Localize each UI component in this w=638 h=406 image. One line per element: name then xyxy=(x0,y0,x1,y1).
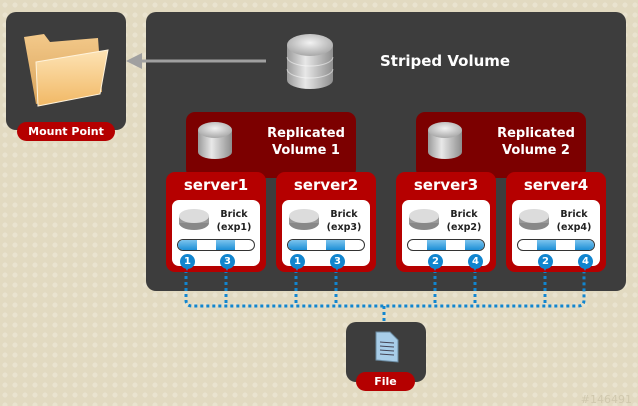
brick-export: (exp1) xyxy=(216,222,252,233)
brick-stripe-bar xyxy=(517,239,595,251)
mount-point-label: Mount Point xyxy=(17,122,115,141)
striped-db-icon xyxy=(286,34,334,89)
server-name: server2 xyxy=(293,176,359,194)
stripe-badge: 2 xyxy=(428,254,443,271)
server-name: server3 xyxy=(413,176,479,194)
server-box: server4 Brick (exp4) 2 4 xyxy=(506,172,606,272)
file-label: File xyxy=(356,372,415,391)
brick-label: Brick xyxy=(220,209,248,220)
stripe-segment-1 xyxy=(288,240,307,250)
mount-point-panel xyxy=(6,12,126,130)
brick-disk-icon xyxy=(179,209,209,230)
stripe-segment-3 xyxy=(326,240,345,250)
brick-stripe-bar xyxy=(407,239,485,251)
brick-export: (exp2) xyxy=(446,222,482,233)
brick-label: Brick xyxy=(560,209,588,220)
stripe-segment-2 xyxy=(537,240,556,250)
brick-disk-icon xyxy=(409,209,439,230)
replicated-volume-2: Replicated Volume 2 xyxy=(416,112,586,178)
brick-export: (exp4) xyxy=(556,222,592,233)
brick-card: Brick (exp4) xyxy=(512,200,600,266)
stripe-segment-2 xyxy=(427,240,446,250)
replicated-title-line2: Volume 1 xyxy=(272,143,340,158)
striped-volume-title: Striped Volume xyxy=(380,52,511,70)
database-icon xyxy=(428,122,462,159)
stripe-segment-4 xyxy=(575,240,594,250)
brick-stripe-bar xyxy=(177,239,255,251)
stripe-badge: 3 xyxy=(330,254,345,271)
server-box: server3 Brick (exp2) 2 4 xyxy=(396,172,496,272)
brick-export: (exp3) xyxy=(326,222,362,233)
server-box: server1 Brick (exp1) 1 3 xyxy=(166,172,266,272)
folder-icon xyxy=(24,34,109,107)
stripe-badge: 1 xyxy=(290,254,305,271)
stripe-segment-1 xyxy=(178,240,197,250)
stripe-badge: 4 xyxy=(578,254,593,271)
brick-stripe-bar xyxy=(287,239,365,251)
brick-disk-icon xyxy=(519,209,549,230)
stripe-badge: 3 xyxy=(220,254,235,271)
replicated-title-line2: Volume 2 xyxy=(502,143,570,158)
replicated-title-line1: Replicated xyxy=(497,126,575,141)
replicated-volume-1: Replicated Volume 1 xyxy=(186,112,356,178)
stripe-badge: 2 xyxy=(538,254,553,271)
database-icon xyxy=(198,122,232,159)
document-icon xyxy=(375,331,399,363)
server-box: server2 Brick (exp3) 1 3 xyxy=(276,172,376,272)
replicated-title-line1: Replicated xyxy=(267,126,345,141)
stripe-segment-4 xyxy=(465,240,484,250)
stripe-segment-3 xyxy=(216,240,235,250)
stripe-badge: 4 xyxy=(468,254,483,271)
server-name: server4 xyxy=(523,176,589,194)
stripe-badge: 1 xyxy=(180,254,195,271)
server-name: server1 xyxy=(183,176,249,194)
brick-disk-icon xyxy=(289,209,319,230)
brick-label: Brick xyxy=(450,209,478,220)
brick-label: Brick xyxy=(330,209,358,220)
